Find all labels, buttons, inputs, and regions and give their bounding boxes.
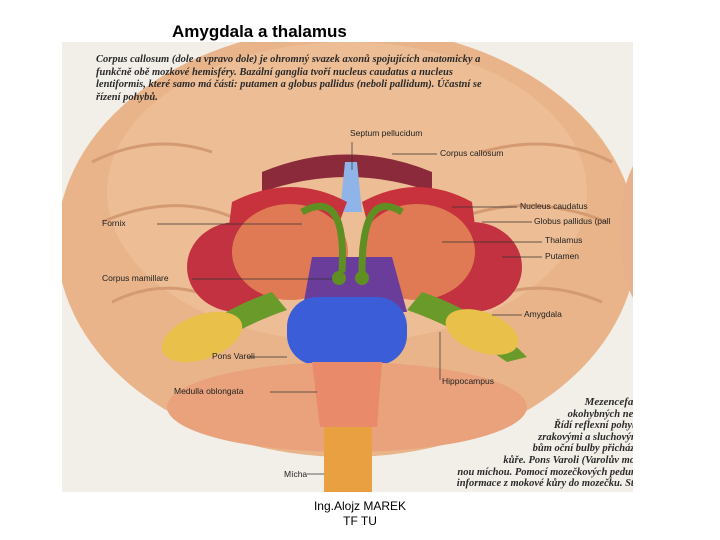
footer-institution: TF TU	[343, 514, 377, 528]
label-putamen: Putamen	[545, 251, 580, 261]
brain-illustration: Corpus callosum (dole a vpravo dole) je …	[62, 42, 633, 492]
brain-drawing	[62, 42, 633, 492]
pons-shape	[287, 297, 407, 365]
label-corpus-mamillare: Corpus mamillare	[102, 273, 169, 283]
caption-right-lead: Mezencefalo	[584, 396, 633, 408]
slide-title: Amygdala a thalamus	[172, 22, 347, 41]
label-hippocampus: Hippocampus	[442, 376, 494, 386]
caption-right-line: informace z mokové kůry do mozečku. Stál	[456, 478, 633, 490]
fornix-shape	[300, 203, 404, 273]
caption-right-line: kůře. Pons Varoli (Varolův most	[503, 454, 633, 466]
label-micha: Mícha	[284, 469, 308, 479]
label-septum: Septum pellucidum	[350, 128, 423, 138]
caption-top-text: je ohromný svazek axonů spojujících anat…	[96, 54, 482, 103]
caption-top-lead: Corpus callosum (dole a vpravo dole)	[96, 54, 258, 65]
spinal-cord-shape	[324, 427, 372, 492]
amygdala-left	[161, 311, 243, 363]
caption-right: Mezencefalo okohybných nerv Řídí reflexn…	[382, 396, 633, 490]
caption-right-line: Řídí reflexní pohyby	[553, 420, 633, 432]
label-amygdala: Amygdala	[524, 309, 562, 319]
label-globus-pallidus: Globus pallidus (pall	[534, 216, 611, 226]
caption-top: Corpus callosum (dole a vpravo dole) je …	[96, 54, 496, 104]
label-leader-lines	[157, 142, 542, 475]
label-fornix: Fornix	[102, 218, 126, 228]
mamillary-left	[332, 271, 346, 285]
amygdala-right	[445, 309, 519, 355]
caption-right-line: okohybných nerv	[567, 408, 633, 420]
mamillary-right	[355, 271, 369, 285]
septum-shape	[340, 162, 362, 212]
medulla-shape	[312, 362, 382, 427]
footer-author: Ing.Alojz MAREK	[313, 499, 407, 513]
temporal-lobe-right	[620, 166, 633, 298]
label-corpus-callosum: Corpus callosum	[440, 148, 504, 158]
label-medulla-oblongata: Medulla oblongata	[174, 386, 244, 396]
caption-right-line: zrakovými a sluchovými	[538, 431, 633, 443]
label-nucleus-caudatus: Nucleus caudatus	[520, 201, 588, 211]
label-thalamus: Thalamus	[545, 235, 583, 245]
label-pons-varoli: Pons Varoli	[212, 351, 255, 361]
caption-right-line: bům oční bulby přicházej	[532, 443, 633, 455]
caption-right-line: nou míchou. Pomocí mozečkových pedunk	[457, 466, 633, 478]
cortex-folds	[91, 142, 613, 304]
